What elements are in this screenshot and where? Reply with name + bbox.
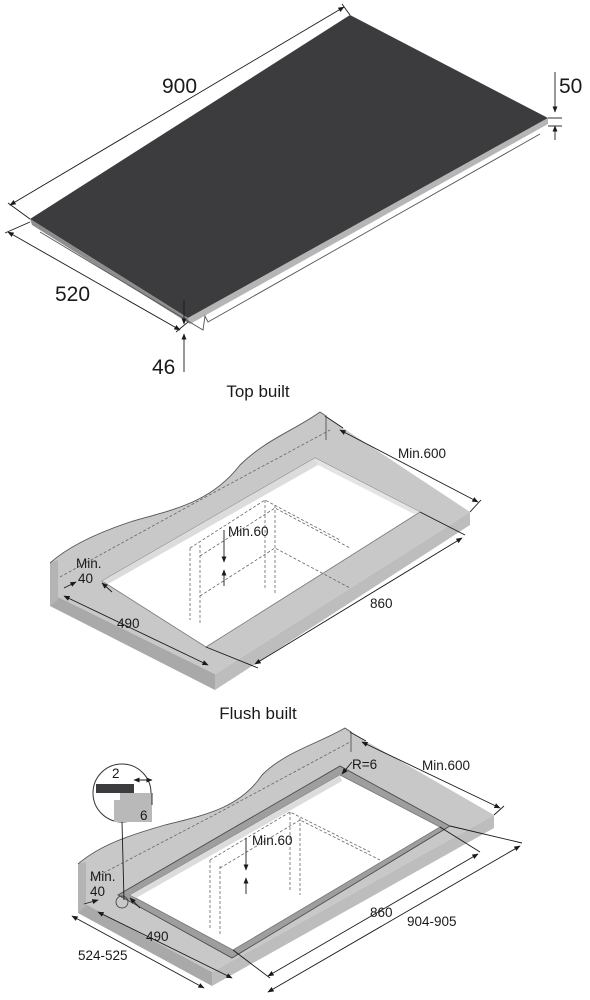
flush-cutout-depth-label: 490 (146, 929, 169, 944)
hob-width-label: 900 (162, 75, 197, 98)
flush-built-drawing: Min.600 R=6 Min.60 Min. 40 2 6 490 524-5… (71, 727, 523, 993)
flush-cutout-width-label: 860 (370, 905, 393, 920)
hob-height-under-label: 46 (152, 356, 175, 379)
detail-depth-label: 6 (140, 808, 148, 823)
flush-min-rear-label: Min.60 (252, 833, 293, 848)
flush-rebate-width-label: 904-905 (407, 914, 457, 929)
hob-drawing: 900 520 50 46 (4, 3, 582, 379)
flush-min-front-label-2: 40 (90, 884, 105, 899)
flush-rebate-depth-label: 524-525 (78, 948, 128, 963)
top-min-rear-label: Min.60 (228, 524, 269, 539)
detail-gap-label: 2 (112, 766, 120, 781)
top-cutout-width-label: 860 (370, 596, 393, 611)
hob-right-edge (188, 118, 548, 324)
flush-min-depth-label: Min.600 (422, 758, 470, 773)
hob-height-total-label: 50 (559, 75, 582, 98)
top-built-drawing: Min.600 Min.60 Min. 40 490 860 (49, 411, 482, 690)
flush-min-front-label-1: Min. (90, 869, 116, 884)
top-min-depth-label: Min.600 (398, 446, 446, 461)
top-min-front-label-2: 40 (78, 571, 93, 586)
hob-depth-label: 520 (55, 283, 90, 306)
top-cutout-depth-label: 490 (117, 616, 140, 631)
top-built-title: Top built (226, 382, 290, 401)
flush-built-title: Flush built (219, 704, 297, 723)
top-min-front-label-1: Min. (76, 556, 102, 571)
flush-radius-label: R=6 (352, 757, 377, 772)
